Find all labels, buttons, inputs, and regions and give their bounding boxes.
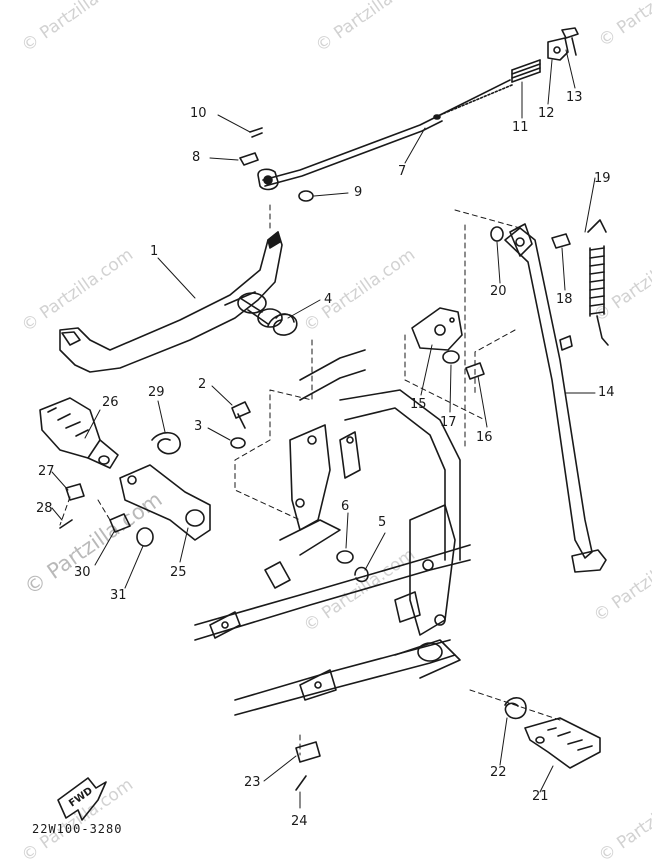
- callout-16: 16: [476, 430, 493, 445]
- circlip: [354, 566, 369, 583]
- footrest-pin: [65, 483, 85, 501]
- bolt-30: [109, 513, 131, 533]
- bolt: [231, 401, 251, 429]
- callout-29: 29: [148, 385, 165, 400]
- callout-19: 19: [594, 171, 611, 186]
- callout-9: 9: [354, 185, 363, 200]
- assembly-guide-lines: [59, 204, 561, 756]
- callout-18: 18: [556, 292, 573, 307]
- footrest-bracket: [119, 464, 211, 541]
- callout-30: 30: [74, 565, 91, 580]
- sidestand-spring: [559, 219, 609, 351]
- callout-13: 13: [566, 90, 583, 105]
- washer: [298, 190, 314, 202]
- cotter-pin-28: [59, 519, 73, 529]
- washer-31: [136, 527, 154, 547]
- adjusting-nut: [547, 37, 569, 61]
- callout-25: 25: [170, 565, 187, 580]
- callout-4: 4: [324, 292, 333, 307]
- callout-10: 10: [190, 106, 207, 121]
- callout-6: 6: [341, 499, 350, 514]
- callout-3: 3: [194, 419, 203, 434]
- frame: [194, 349, 471, 716]
- callout-15: 15: [410, 397, 427, 412]
- washer-3: [230, 437, 246, 449]
- diagram-code: 22W100-3280: [32, 822, 123, 836]
- brake-pin: [239, 152, 259, 166]
- washer-17: [442, 350, 460, 364]
- callout-2: 2: [198, 377, 207, 392]
- callout-31: 31: [110, 588, 127, 603]
- sidestand-bracket: [411, 307, 463, 351]
- callout-11: 11: [512, 120, 529, 135]
- fwd-arrow: [57, 777, 107, 821]
- callout-28: 28: [36, 501, 53, 516]
- callout-14: 14: [598, 385, 615, 400]
- callout-23: 23: [244, 775, 261, 790]
- washer-6: [336, 550, 354, 564]
- callout-22: 22: [490, 765, 507, 780]
- footrest-spring-right: [504, 697, 527, 720]
- callout-5: 5: [378, 515, 387, 530]
- leader-lines: [51, 49, 596, 809]
- footrest-right: [524, 717, 601, 769]
- callout-12: 12: [538, 106, 555, 121]
- callout-21: 21: [532, 789, 549, 804]
- footrest-spring: [151, 431, 181, 455]
- callout-1: 1: [150, 244, 159, 259]
- callout-20: 20: [490, 284, 507, 299]
- brake-rod: [257, 79, 513, 191]
- collar: [490, 226, 504, 242]
- cotter-pin: [249, 127, 263, 138]
- callout-7: 7: [398, 164, 407, 179]
- cotter-pin-24: [295, 775, 307, 791]
- bolt-18: [551, 233, 571, 249]
- callout-27: 27: [38, 464, 55, 479]
- return-spring: [267, 313, 298, 336]
- brake-pedal: [59, 231, 283, 373]
- callout-26: 26: [102, 395, 119, 410]
- callout-24: 24: [291, 814, 308, 829]
- callout-17: 17: [440, 415, 457, 430]
- footrest-pin-right: [295, 741, 321, 763]
- callout-8: 8: [192, 150, 201, 165]
- bolt-16: [465, 362, 485, 380]
- footrest-left: [39, 397, 119, 469]
- brake-rod-spring: [511, 59, 541, 83]
- sidestand: [504, 223, 607, 573]
- pin: [561, 27, 579, 56]
